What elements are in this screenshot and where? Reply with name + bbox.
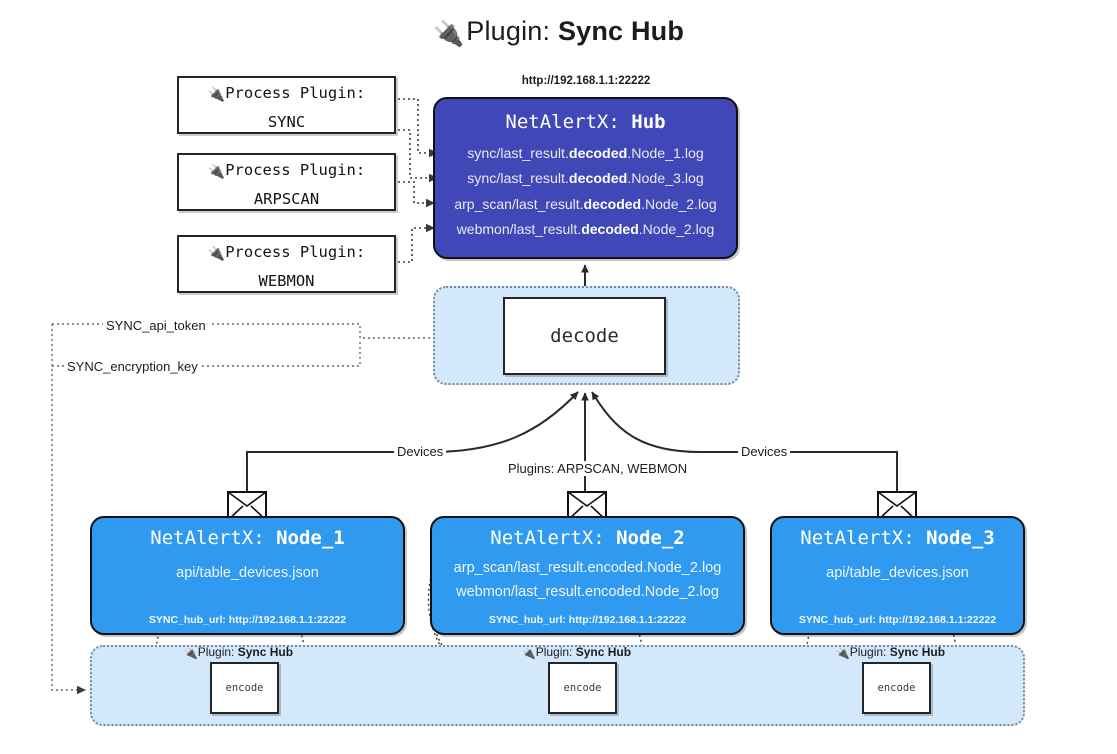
node-line: api/table_devices.json xyxy=(826,565,969,581)
plugin-tag-prefix: Plugin: xyxy=(535,645,576,659)
hub-log-pre: arp_scan/last_result. xyxy=(454,196,584,212)
process-plugin-name: SYNC xyxy=(267,113,306,131)
node-title-name: Node_2 xyxy=(616,527,685,549)
process-plugin-box-arpscan[interactable]: 🔌Process Plugin: ARPSCAN xyxy=(177,153,396,211)
node-line-list: api/table_devices.json xyxy=(92,561,403,585)
plugin-tag-node-2: 🔌Plugin: Sync Hub xyxy=(522,645,631,660)
edge-plugin-sync-to-hub-2 xyxy=(398,129,438,183)
encode-box-node-2[interactable]: encode xyxy=(548,662,617,714)
node-hub-url: SYNC_hub_url: http://192.168.1.1:22222 xyxy=(488,614,687,626)
plug-icon: 🔌 xyxy=(432,20,465,48)
plugin-tag-name: Sync Hub xyxy=(575,645,632,659)
hub-log-pre: sync/last_result. xyxy=(467,171,569,187)
hub-log-pre: sync/last_result. xyxy=(467,146,569,162)
plug-icon: 🔌 xyxy=(184,648,198,660)
node-title-prefix: NetAlertX: xyxy=(150,527,277,549)
process-plugin-box-webmon[interactable]: 🔌Process Plugin: WEBMON xyxy=(177,235,396,293)
edge-label-api-token: SYNC_api_token xyxy=(103,318,209,333)
node-card-title: NetAlertX: Node_1 xyxy=(92,527,403,549)
process-plugin-heading-text: Process Plugin: xyxy=(225,84,366,102)
process-plugin-box-sync[interactable]: 🔌Process Plugin: SYNC xyxy=(177,76,396,134)
hub-log-pre: webmon/last_result. xyxy=(456,221,582,237)
page-title-name: Sync Hub xyxy=(557,16,685,46)
node-title-prefix: NetAlertX: xyxy=(490,527,617,549)
edge-plugin-arpscan-to-hub xyxy=(398,181,435,208)
node-card-title: NetAlertX: Node_3 xyxy=(772,527,1023,549)
decode-box[interactable]: decode xyxy=(503,297,666,375)
plugin-tag-node-3: 🔌Plugin: Sync Hub xyxy=(836,645,945,660)
hub-log-em: decoded xyxy=(568,146,628,162)
envelope-icon xyxy=(877,491,917,521)
node-line: api/table_devices.json xyxy=(176,565,319,581)
hub-log-line: sync/last_result.decoded.Node_3.log xyxy=(440,167,731,192)
page-title: 🔌Plugin: Sync Hub xyxy=(0,16,1117,49)
encode-box-node-3[interactable]: encode xyxy=(862,662,931,714)
plugin-tag-name: Sync Hub xyxy=(237,645,294,659)
hub-card-title: NetAlertX: Hub xyxy=(435,111,736,133)
edge-label-plugins: Plugins: ARPSCAN, WEBMON xyxy=(505,461,691,476)
node-line: webmon/last_result.encoded.Node_2.log xyxy=(456,584,719,600)
process-plugin-heading: 🔌Process Plugin: xyxy=(179,80,394,109)
edge-label-encryption-key: SYNC_encryption_key xyxy=(64,359,201,374)
edge-node3-to-decode xyxy=(591,391,898,492)
process-plugin-heading: 🔌Process Plugin: xyxy=(179,157,394,186)
node-card-node-1[interactable]: NetAlertX: Node_1 api/table_devices.json… xyxy=(90,516,405,635)
plugin-tag-prefix: Plugin: xyxy=(197,645,238,659)
encode-box-node-1[interactable]: encode xyxy=(210,662,279,714)
process-plugin-heading: 🔌Process Plugin: xyxy=(179,239,394,268)
node-line-list: api/table_devices.json xyxy=(772,561,1023,585)
plugin-tag-prefix: Plugin: xyxy=(849,645,890,659)
page-title-prefix: Plugin: xyxy=(466,16,558,46)
node-hub-url: SYNC_hub_url: http://192.168.1.1:22222 xyxy=(148,614,347,626)
hub-log-post: .Node_2.log xyxy=(638,221,715,237)
process-plugin-name: ARPSCAN xyxy=(253,190,320,208)
node-card-node-2[interactable]: NetAlertX: Node_2 arp_scan/last_result.e… xyxy=(430,516,745,635)
edge-node1-to-decode xyxy=(246,391,579,492)
plugin-tag-name: Sync Hub xyxy=(889,645,946,659)
hub-log-line: sync/last_result.decoded.Node_1.log xyxy=(440,142,731,167)
hub-card[interactable]: NetAlertX: Hub sync/last_result.decoded.… xyxy=(433,97,738,259)
hub-log-line: arp_scan/last_result.decoded.Node_2.log xyxy=(440,192,731,217)
hub-log-post: .Node_3.log xyxy=(627,171,704,187)
hub-title-name: Hub xyxy=(631,111,666,133)
hub-log-em: decoded xyxy=(581,221,639,237)
plug-icon: 🔌 xyxy=(522,648,536,660)
node-line: arp_scan/last_result.encoded.Node_2.log xyxy=(453,560,722,576)
hub-title-prefix: NetAlertX: xyxy=(505,111,632,133)
node-title-name: Node_3 xyxy=(926,527,995,549)
plugin-tag-node-1: 🔌Plugin: Sync Hub xyxy=(184,645,293,660)
hub-log-post: .Node_1.log xyxy=(627,146,704,162)
plug-icon: 🔌 xyxy=(207,87,226,103)
hub-url-label: http://192.168.1.1:22222 xyxy=(521,75,651,87)
node-hub-url: SYNC_hub_url: http://192.168.1.1:22222 xyxy=(798,614,997,626)
hub-log-line: webmon/last_result.decoded.Node_2.log xyxy=(440,217,731,242)
hub-log-list: sync/last_result.decoded.Node_1.log sync… xyxy=(435,142,736,242)
plug-icon: 🔌 xyxy=(207,246,226,262)
node-card-node-3[interactable]: NetAlertX: Node_3 api/table_devices.json… xyxy=(770,516,1025,635)
edge-plugin-webmon-to-hub xyxy=(398,223,435,263)
edge-label-devices-left: Devices xyxy=(394,444,447,459)
process-plugin-heading-text: Process Plugin: xyxy=(225,243,366,261)
plug-icon: 🔌 xyxy=(207,164,226,180)
edge-plugin-sync-to-hub xyxy=(398,98,438,158)
node-title-prefix: NetAlertX: xyxy=(800,527,927,549)
edge-keys-to-bottom-strip xyxy=(51,324,86,695)
node-card-title: NetAlertX: Node_2 xyxy=(432,527,743,549)
edge-label-devices-right: Devices xyxy=(738,444,791,459)
node-title-name: Node_1 xyxy=(276,527,345,549)
node-line-list: arp_scan/last_result.encoded.Node_2.log … xyxy=(432,556,743,604)
hub-log-em: decoded xyxy=(583,196,642,212)
process-plugin-name: WEBMON xyxy=(258,272,315,290)
plug-icon: 🔌 xyxy=(836,648,850,660)
hub-log-post: .Node_2.log xyxy=(641,196,717,212)
process-plugin-heading-text: Process Plugin: xyxy=(225,161,366,179)
hub-log-em: decoded xyxy=(568,171,628,187)
